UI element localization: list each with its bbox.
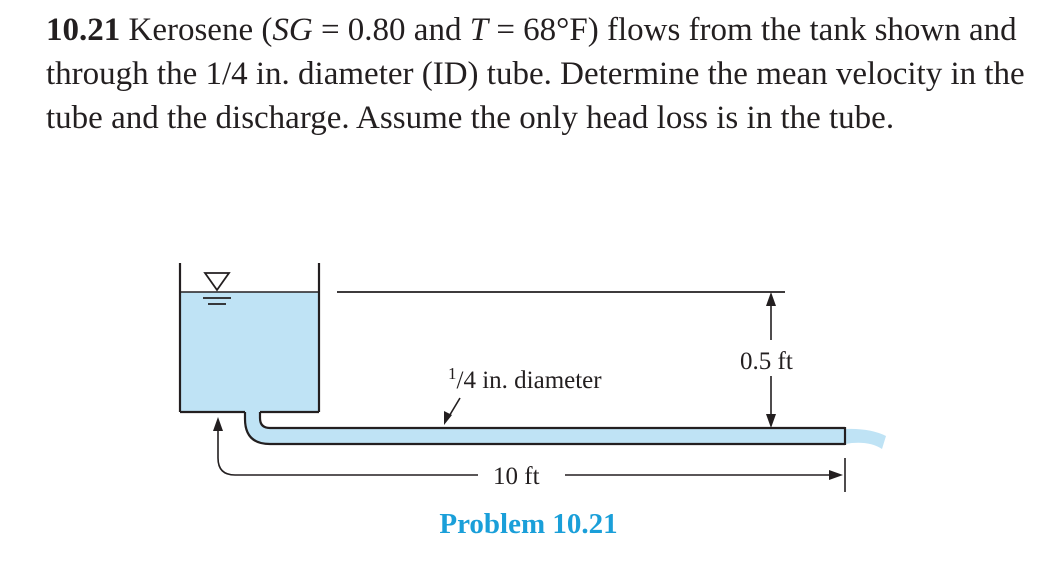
problem-statement: 10.21 Kerosene (SG = 0.80 and T = 68°F) … [46,8,1036,140]
diameter-frac-num: 1 [448,364,457,383]
problem-text-body: = 68°F) flows from the tank shown and th… [46,12,1025,136]
height-dimension [766,292,776,428]
t-symbol: T [469,12,489,48]
sg-symbol: SG [272,12,313,48]
sg-value: = 0.80 and [312,12,470,48]
length-label: 10 ft [493,463,540,490]
height-label: 0.5 ft [740,348,793,375]
problem-text-fluid: Kerosene ( [128,12,273,48]
free-surface-icon [203,272,231,305]
figure-caption: Problem 10.21 [439,508,618,540]
length-dimension [213,417,846,492]
diameter-leader-arrow [444,397,461,425]
discharge-jet [845,428,886,449]
diameter-text: in. diameter [476,367,602,394]
diameter-label: 1/4 in. diameter [448,364,602,394]
tank-water [180,292,319,412]
problem-number: 10.21 [46,12,121,48]
diameter-frac-den: /4 [457,367,477,394]
